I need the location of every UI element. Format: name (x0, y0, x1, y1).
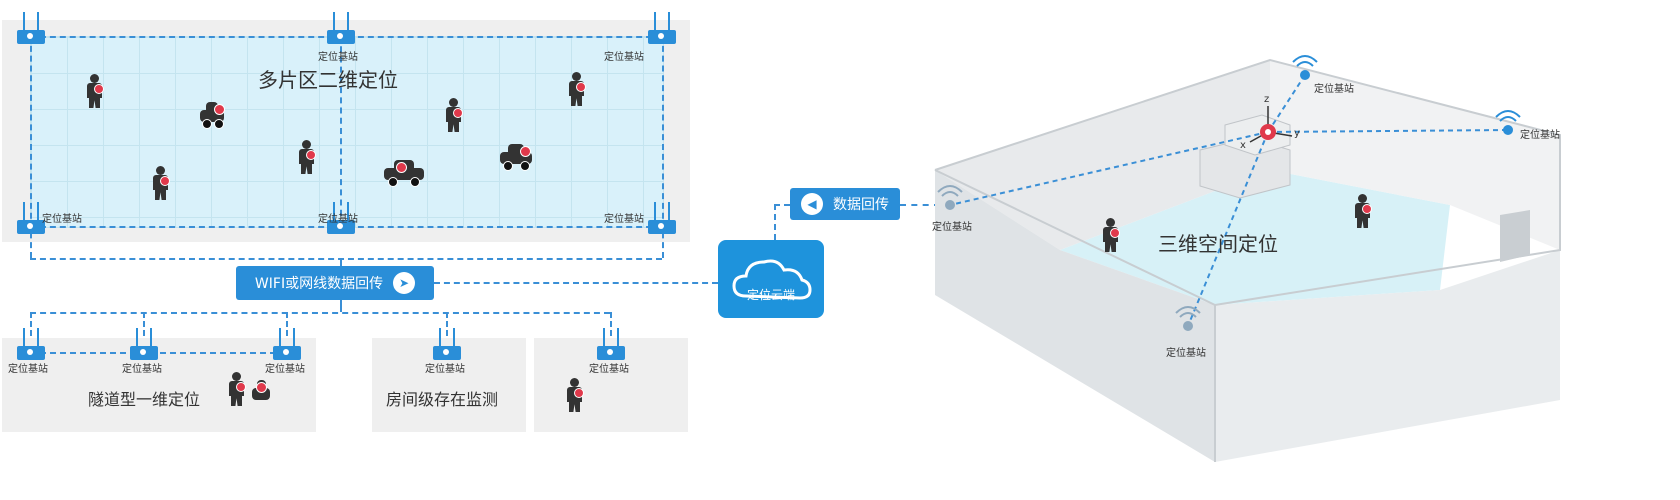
room-title: 房间级存在监测 (386, 390, 499, 409)
axis-x-label: x (1240, 140, 1246, 151)
tunnel-title: 隧道型一维定位 (88, 390, 201, 409)
connection-line (30, 312, 32, 336)
wifi-return-label: WIFI或网线数据回传 (254, 276, 384, 292)
arrow-left-icon: ◀ (801, 193, 823, 215)
connection-line (774, 204, 790, 206)
station-label: 定位基站 (122, 364, 162, 375)
station-label: 定位基站 (1520, 130, 1560, 141)
base-station-icon (273, 328, 301, 360)
person-icon (228, 372, 246, 406)
connection-line (340, 258, 342, 266)
connection-line (30, 312, 610, 314)
data-return-label: 数据回传 (833, 197, 889, 213)
person-icon (86, 74, 104, 108)
connection-line (610, 312, 612, 336)
zone-2d-title: 多片区二维定位 (258, 68, 398, 92)
cloud-icon (732, 259, 812, 300)
person-icon (445, 98, 463, 132)
wifi-return-button[interactable]: WIFI或网线数据回传 ➤ (236, 266, 434, 300)
connection-line (446, 312, 448, 336)
axis-z-label: z (1264, 94, 1270, 105)
base-station-icon (17, 328, 45, 360)
connection-line (900, 204, 940, 206)
connection-line (30, 352, 286, 354)
vehicle-icon (252, 380, 270, 406)
base-station-icon (433, 328, 461, 360)
connection-line (340, 300, 342, 312)
station-label: 定位基站 (8, 364, 48, 375)
person-icon (152, 166, 170, 200)
person-icon (298, 140, 316, 174)
car-icon (500, 144, 532, 171)
connection-line (30, 36, 32, 258)
base-station-icon (327, 202, 355, 234)
station-label: 定位基站 (1314, 84, 1354, 95)
station-label: 定位基站 (1166, 348, 1206, 359)
base-station-icon (17, 12, 45, 44)
station-label: 定位基站 (604, 214, 644, 225)
connection-line (340, 36, 342, 226)
station-label: 定位基站 (604, 52, 644, 63)
person-icon (568, 72, 586, 106)
cloud-node: 定位云端 (718, 240, 824, 318)
arrow-right-icon: ➤ (393, 272, 416, 294)
car-icon (200, 102, 225, 129)
connection-line (143, 312, 145, 336)
base-station-icon (648, 202, 676, 234)
car-icon (384, 160, 424, 187)
data-return-button[interactable]: ◀ 数据回传 (790, 188, 900, 220)
connection-line (774, 204, 776, 240)
connection-line (434, 282, 718, 284)
station-label: 定位基站 (42, 214, 82, 225)
base-station-icon (17, 202, 45, 234)
station-label: 定位基站 (589, 364, 629, 375)
axis-y-label: y (1294, 128, 1300, 139)
base-station-icon (648, 12, 676, 44)
zone-2d-grid (30, 36, 664, 228)
zone-3d-title: 三维空间定位 (1158, 232, 1278, 256)
connection-line (30, 258, 662, 260)
cloud-label: 定位云端 (746, 288, 795, 302)
station-label: 定位基站 (932, 222, 972, 233)
station-label: 定位基站 (265, 364, 305, 375)
station-label: 定位基站 (318, 52, 358, 63)
base-station-icon (327, 12, 355, 44)
person-icon (1354, 194, 1372, 228)
connection-line (286, 312, 288, 336)
person-icon (1102, 218, 1120, 252)
station-label: 定位基站 (318, 214, 358, 225)
base-station-icon (597, 328, 625, 360)
connection-line (662, 36, 664, 258)
person-icon (566, 378, 584, 412)
station-label: 定位基站 (425, 364, 465, 375)
base-station-icon (130, 328, 158, 360)
